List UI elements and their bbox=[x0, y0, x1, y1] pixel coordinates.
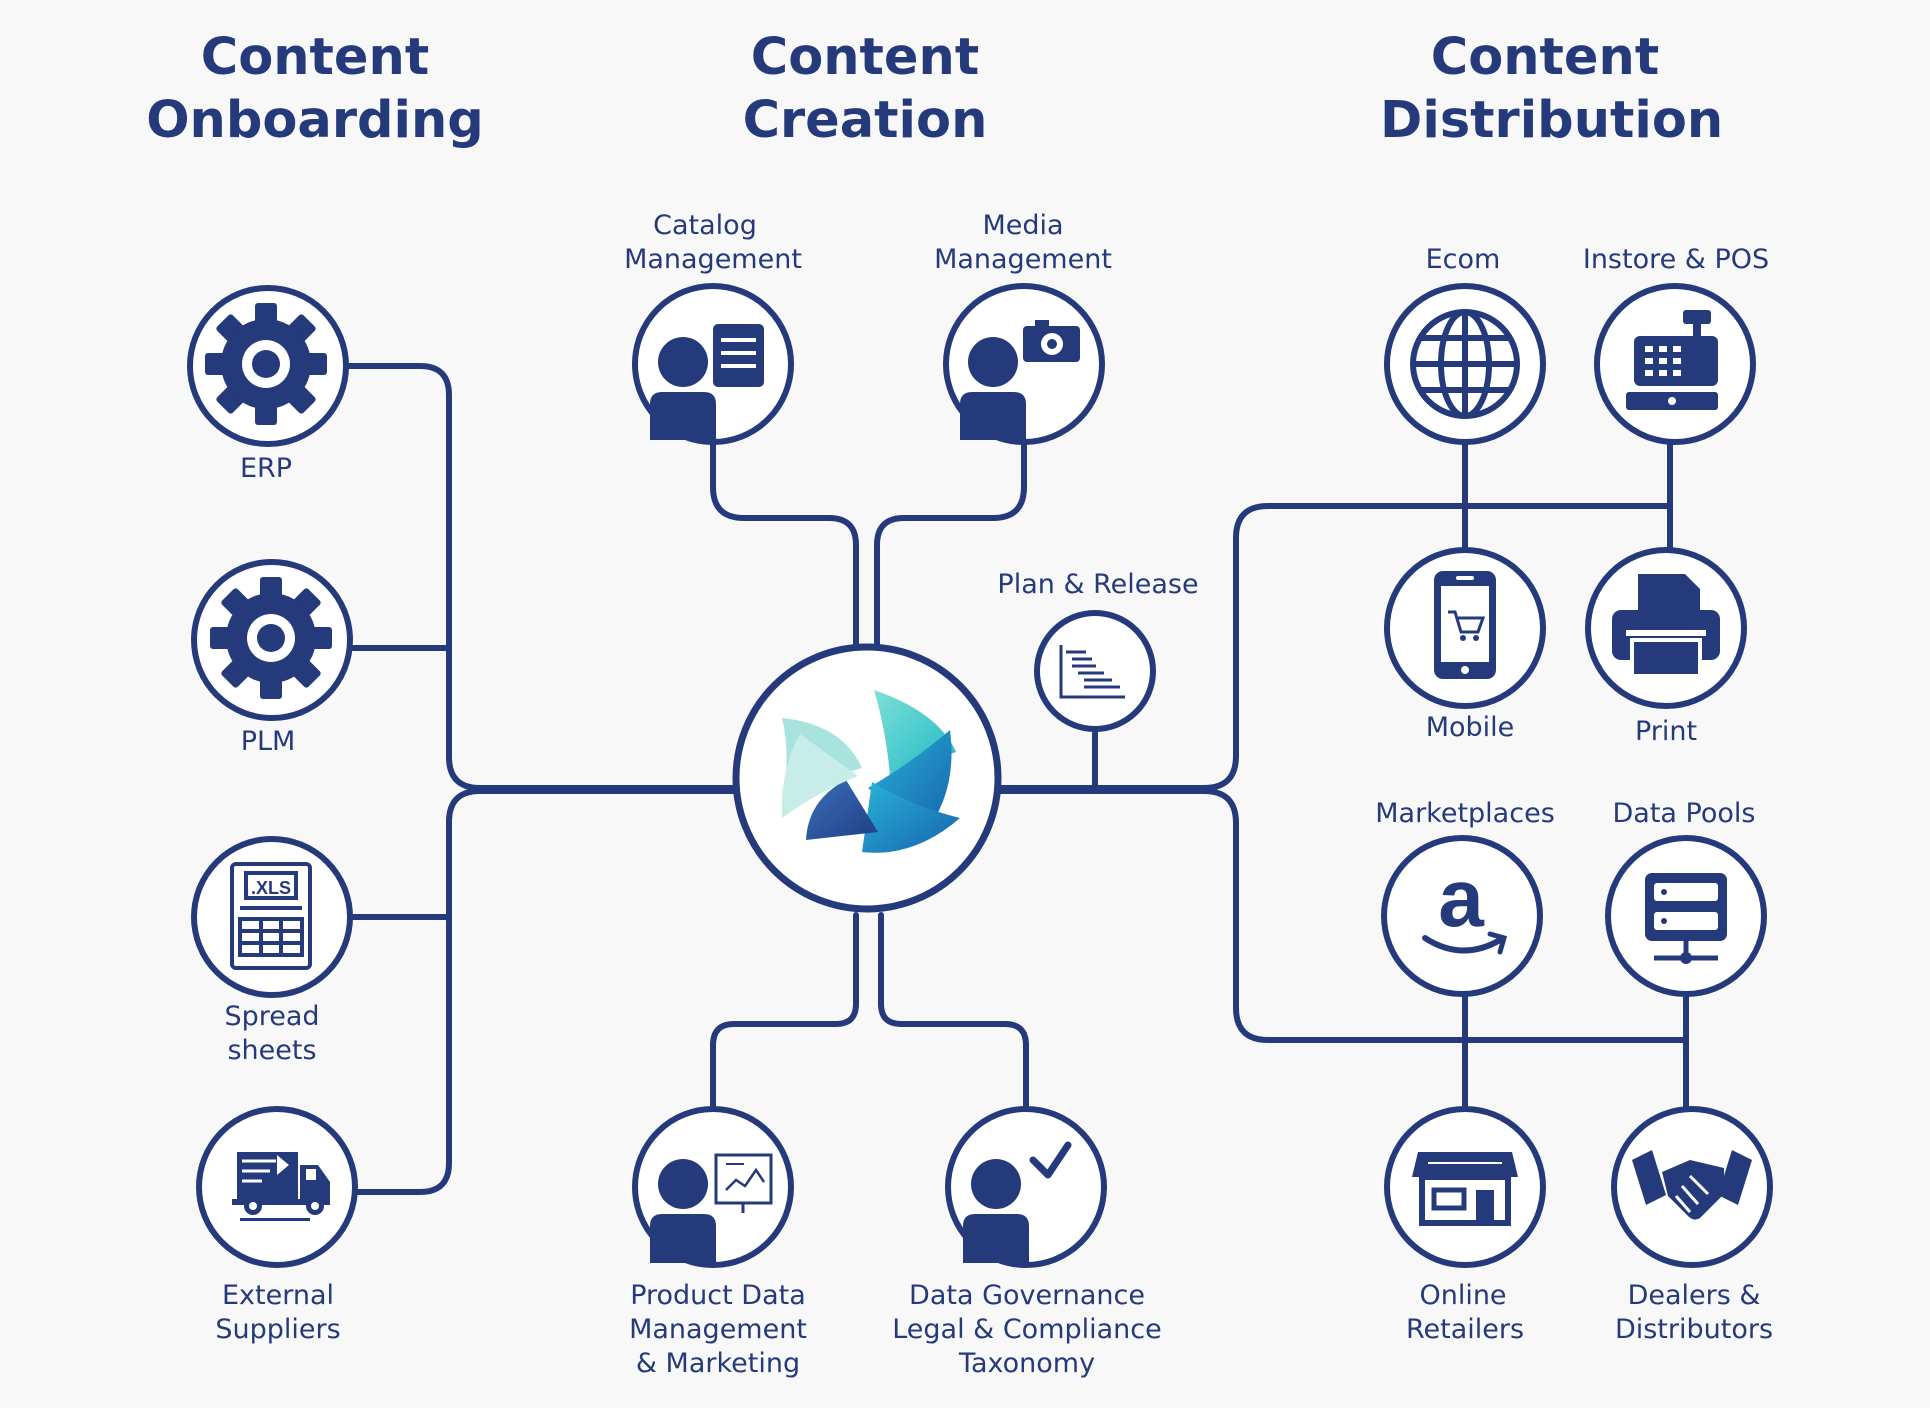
plan-release-label: Plan & Release bbox=[997, 569, 1198, 600]
server-icon bbox=[1645, 873, 1727, 964]
center-node bbox=[732, 643, 1002, 913]
online-retailers-label-2: Retailers bbox=[1406, 1314, 1524, 1345]
online-retailers-label-1: Online bbox=[1419, 1280, 1506, 1311]
cash-register-icon bbox=[1626, 310, 1718, 410]
mobile-cart-icon bbox=[1434, 571, 1496, 679]
person-document-icon bbox=[650, 324, 764, 440]
mobile-label: Mobile bbox=[1426, 712, 1515, 743]
person-check-icon bbox=[963, 1141, 1072, 1263]
online-retailers-node bbox=[1384, 1106, 1546, 1268]
connector-lines bbox=[344, 363, 1689, 1195]
pdm-label-3: & Marketing bbox=[636, 1348, 800, 1379]
instore-label: Instore & POS bbox=[1583, 244, 1769, 275]
spreadsheets-label-1: Spread bbox=[224, 1001, 319, 1032]
gantt-chart-icon bbox=[1059, 645, 1125, 699]
pdm-label-1: Product Data bbox=[630, 1280, 806, 1311]
marketplaces-label: Marketplaces bbox=[1375, 798, 1555, 829]
suppliers-label-2: Suppliers bbox=[215, 1314, 340, 1345]
storefront-icon bbox=[1412, 1152, 1518, 1226]
onboarding-header: Content Onboarding bbox=[146, 28, 484, 150]
spreadsheets-label-2: sheets bbox=[227, 1035, 316, 1066]
media-label-2: Management bbox=[934, 244, 1112, 275]
distribution-header: Content Distribution bbox=[1380, 28, 1724, 150]
person-camera-icon bbox=[960, 320, 1080, 440]
dealers-label-2: Distributors bbox=[1615, 1314, 1773, 1345]
globe-icon bbox=[1410, 309, 1520, 419]
handshake-icon bbox=[1632, 1150, 1752, 1220]
ecom-label: Ecom bbox=[1426, 244, 1501, 275]
print-label: Print bbox=[1635, 716, 1697, 747]
governance-label-3: Taxonomy bbox=[958, 1348, 1095, 1379]
plm-label: PLM bbox=[241, 726, 296, 757]
gear-icon bbox=[205, 303, 327, 425]
governance-label-1: Data Governance bbox=[909, 1280, 1145, 1311]
xls-sheet-icon bbox=[230, 862, 312, 970]
gear-icon bbox=[210, 577, 332, 699]
marketplaces-node bbox=[1381, 835, 1543, 997]
catalog-label-2: Management bbox=[624, 244, 802, 275]
datapools-label: Data Pools bbox=[1613, 798, 1756, 829]
media-label-1: Media bbox=[982, 210, 1063, 241]
pdm-label-2: Management bbox=[629, 1314, 807, 1345]
amazon-icon bbox=[1422, 931, 1508, 955]
creation-header: Content Creation bbox=[742, 28, 988, 150]
catalog-label-1: Catalog bbox=[653, 210, 757, 241]
erp-label: ERP bbox=[240, 453, 292, 484]
amazon-letter: a bbox=[1438, 853, 1485, 944]
aperture-logo-icon bbox=[781, 690, 960, 853]
governance-label-2: Legal & Compliance bbox=[892, 1314, 1162, 1345]
person-chart-icon bbox=[650, 1153, 773, 1263]
delivery-truck-icon bbox=[232, 1152, 330, 1221]
dealers-label-1: Dealers & bbox=[1628, 1280, 1761, 1311]
suppliers-label-1: External bbox=[222, 1280, 334, 1311]
plan-release-node bbox=[1034, 610, 1156, 732]
xls-label: .XLS bbox=[251, 878, 291, 898]
printer-icon bbox=[1612, 574, 1720, 678]
